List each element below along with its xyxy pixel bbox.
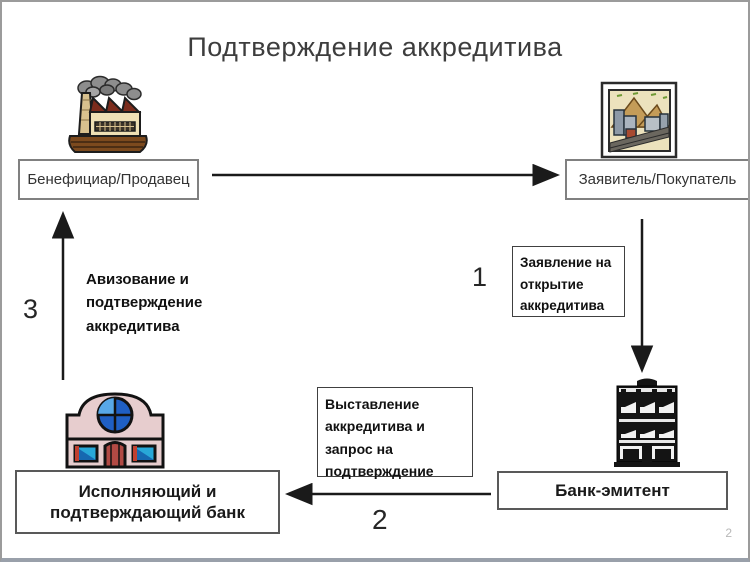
node-beneficiary: Бенефициар/Продавец: [18, 159, 199, 200]
step3-label: Авизование и подтверждение аккредитива: [86, 271, 203, 335]
step2-number: 2: [372, 504, 388, 535]
town-picture-icon: [600, 81, 678, 159]
node-applicant-label: Заявитель/Покупатель: [578, 171, 737, 188]
step1-number: 1: [472, 262, 488, 292]
step1-label-box: Заявление на открытие аккредитива: [512, 246, 625, 317]
step2-label-box: Выставление аккредитива и запрос на подт…: [317, 387, 473, 479]
storefront-bank-icon: [59, 382, 171, 470]
step3-number: 3: [23, 294, 39, 324]
factory-icon: [60, 74, 155, 156]
node-confirming-bank-label: Исполняющий и подтверждающий банк: [50, 481, 245, 522]
node-applicant: Заявитель/Покупатель: [565, 159, 748, 200]
page-title: Подтверждение аккредитива: [187, 32, 563, 62]
node-issuing-bank: Банк-эмитент: [497, 471, 728, 510]
node-issuing-bank-label: Банк-эмитент: [555, 480, 670, 500]
office-building-icon: [608, 374, 686, 470]
node-beneficiary-label: Бенефициар/Продавец: [27, 171, 190, 188]
slide-page-number: 2: [725, 526, 732, 540]
node-confirming-bank: Исполняющий и подтверждающий банк: [15, 470, 280, 534]
